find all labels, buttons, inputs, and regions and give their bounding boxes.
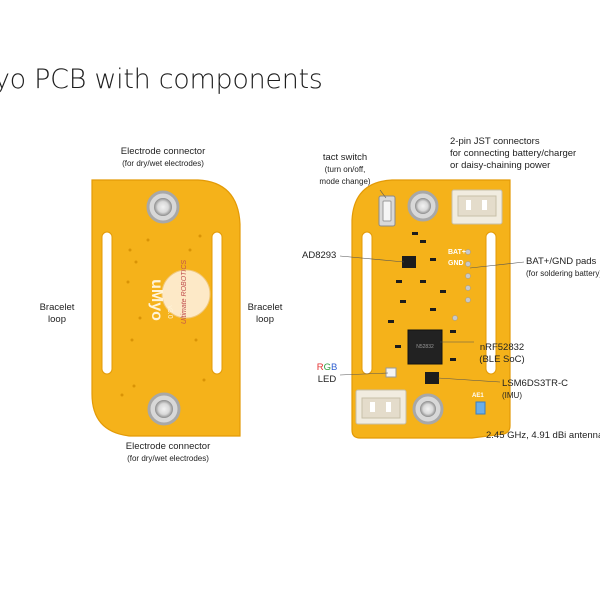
pointer-imu: [437, 377, 501, 383]
tact-line1: tact switch: [322, 152, 368, 163]
bat-line1: BAT+/GND pads: [526, 256, 597, 267]
jst-connector-bottom: [355, 389, 407, 425]
antenna-label: 2.45 GHz, 4.91 dBi antenna: [486, 430, 600, 441]
left-bracelet-loop-label: Bracelet loop: [30, 302, 84, 326]
imu-line1: LSM6DS3TR-C: [502, 378, 568, 389]
chip-marking: N52832: [416, 344, 434, 350]
jst-line1: 2-pin JST connectors: [450, 136, 540, 147]
nrf-line2: (BLE SoC): [479, 354, 525, 365]
rgb-led: [385, 367, 397, 378]
pointer-ad8293: [339, 255, 405, 263]
right-bracelet-slot-left: [361, 231, 373, 375]
right-bracelet-loop-label: Bracelet loop: [238, 302, 292, 326]
imu-chip: [425, 372, 439, 384]
nrf52832-chip: [407, 329, 443, 365]
logo-text: Ultimate ROBOTICS: [181, 260, 188, 325]
nrf-line1: nRF52832: [479, 342, 525, 353]
rgb-r: R: [316, 362, 324, 373]
umyo-silkscreen: uMyo: [148, 279, 165, 321]
silk-bat-plus: BAT+: [448, 249, 466, 256]
jst-connectors-label: 2-pin JST connectors for connecting batt…: [450, 136, 576, 172]
silk-gnd: GND: [448, 260, 464, 267]
left-pcb-board: Ultimate ROBOTICS uMyo v3.0: [91, 179, 241, 437]
ultimate-robotics-logo: [161, 269, 211, 319]
top-electrode-connector-label: Electrode connector (for dry/wet electro…: [108, 146, 218, 170]
ad8293-label: AD8293: [302, 250, 337, 261]
ad8293-chip: [402, 256, 416, 268]
led-text: LED: [317, 374, 337, 385]
left-loop-line1: Bracelet: [39, 302, 75, 313]
left-bracelet-slot-right: [211, 231, 223, 375]
rgb-led-label: RGB LED: [314, 362, 340, 386]
bottom-electrode-connector-label: Electrode connector (for dry/wet electro…: [108, 441, 228, 465]
left-bracelet-slot-left: [101, 231, 113, 375]
bottom-electrode-line2: (for dry/wet electrodes): [127, 454, 209, 463]
imu-label: LSM6DS3TR-C (IMU): [502, 378, 568, 402]
right-loop-line1: Bracelet: [247, 302, 283, 313]
pointer-rgb-led: [339, 372, 389, 376]
bat-line2: (for soldering battery): [526, 269, 600, 278]
top-electrode-line2: (for dry/wet electrodes): [122, 159, 204, 168]
bat-gnd-pads-label: BAT+/GND pads (for soldering battery): [526, 256, 600, 280]
left-loop-line2: loop: [48, 314, 66, 325]
page-title: yo PCB with components: [0, 64, 323, 95]
tact-line2: (turn on/off,: [324, 165, 366, 174]
tact-switch: [378, 195, 396, 227]
rgb-g: G: [323, 362, 331, 373]
pointer-tact-switch: [379, 189, 387, 199]
right-bracelet-slot-right: [485, 231, 497, 375]
bottom-electrode-line1: Electrode connector: [125, 441, 211, 452]
right-loop-line2: loop: [256, 314, 274, 325]
jst-line2: for connecting battery/charger: [450, 148, 577, 159]
imu-line2: (IMU): [502, 391, 522, 400]
tact-switch-label: tact switch (turn on/off, mode change): [310, 152, 380, 188]
top-electrode-line1: Electrode connector: [120, 146, 206, 157]
tact-line3: mode change): [319, 177, 371, 186]
right-pcb-board: N52832 BAT+ GND AE1: [351, 179, 511, 439]
nrf52832-label: nRF52832 (BLE SoC): [472, 342, 532, 366]
pointer-bat-pads: [469, 261, 525, 269]
antenna-chip: [475, 401, 486, 415]
jst-line3: or daisy-chaining power: [450, 160, 551, 171]
silk-ae1: AE1: [472, 393, 484, 399]
rgb-b: B: [330, 362, 338, 373]
jst-connector-top: [451, 189, 503, 225]
version-silkscreen: v3.0: [166, 305, 173, 318]
